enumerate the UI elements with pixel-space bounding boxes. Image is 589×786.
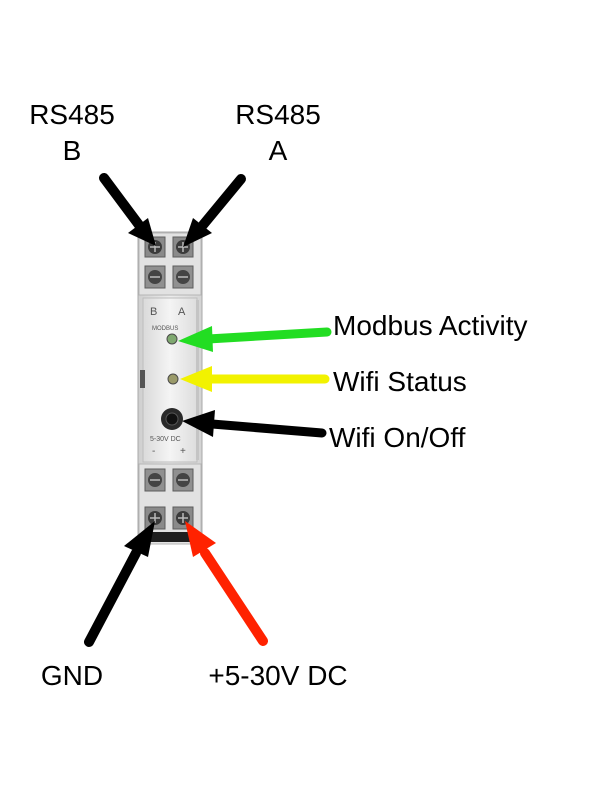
- label-wifi-status: Wifi Status: [333, 366, 467, 397]
- panel-label-b: B: [150, 306, 157, 318]
- panel-label-modbus: MODBUS: [152, 326, 178, 332]
- label-rs485-b-line1: RS485: [29, 99, 115, 130]
- wifi-button[interactable]: [165, 412, 179, 426]
- label-wifi-onoff: Wifi On/Off: [329, 422, 466, 453]
- din-clip: [144, 532, 196, 542]
- terminal-upper-right-screw-icon: [172, 265, 194, 289]
- rs485-b-arrow-icon: [99, 173, 156, 246]
- terminal-lower-right-screw-icon: [172, 468, 194, 492]
- wifi-status-led: [167, 373, 179, 385]
- label-gnd: GND: [41, 660, 103, 691]
- panel-label-voltage: 5-30V DC: [150, 436, 181, 443]
- wifi-status-arrow-icon: [180, 366, 330, 392]
- power-arrow-icon: [185, 521, 268, 646]
- terminal-gnd-screw-icon: [144, 506, 166, 530]
- gnd-arrow-icon: [84, 521, 155, 647]
- modbus-led: [166, 333, 178, 345]
- terminal-upper-left-screw-icon: [144, 265, 166, 289]
- label-rs485-a-line2: A: [269, 135, 288, 166]
- side-clip: [140, 370, 145, 388]
- panel-label-a: A: [178, 306, 186, 318]
- wifi-onoff-arrow-icon: [182, 410, 327, 438]
- rs485-a-arrow-icon: [183, 174, 246, 247]
- label-power: +5-30V DC: [208, 660, 347, 691]
- label-modbus-activity: Modbus Activity: [333, 310, 528, 341]
- terminal-lower-left-screw-icon: [144, 468, 166, 492]
- label-rs485-a-line1: RS485: [235, 99, 321, 130]
- panel-label-minus: -: [152, 446, 155, 457]
- din-rail-module: B A MODBUS 5-30V DC - +: [137, 231, 203, 545]
- panel-label-plus: +: [180, 446, 186, 457]
- label-rs485-b-line2: B: [63, 135, 82, 166]
- modbus-activity-arrow-icon: [178, 326, 332, 352]
